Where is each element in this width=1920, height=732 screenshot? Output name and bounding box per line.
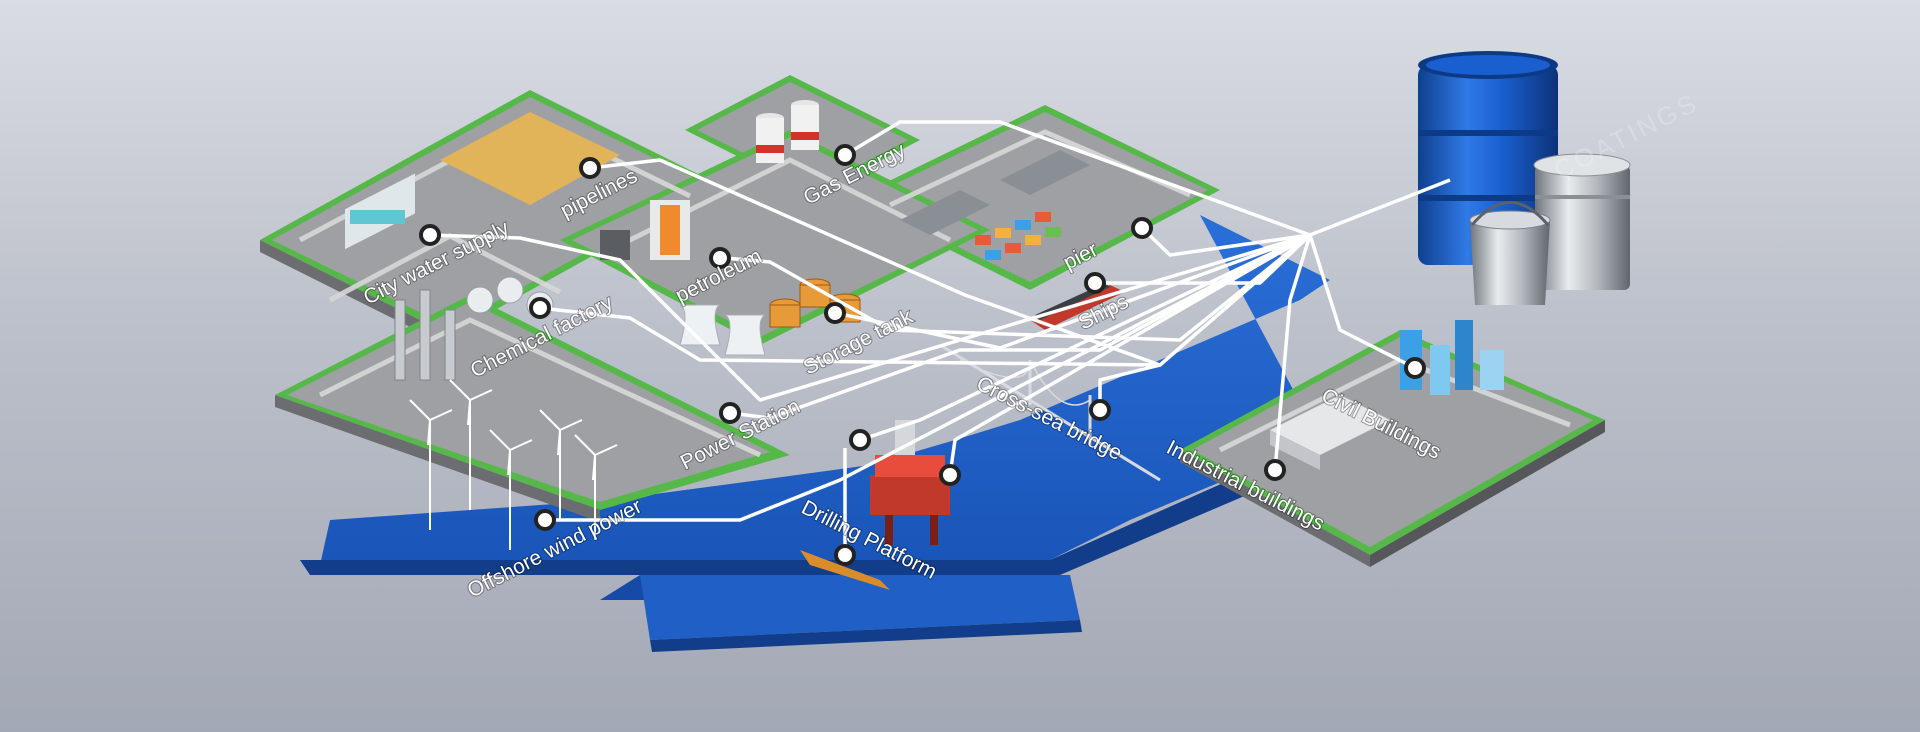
node-industrial [1264,459,1286,481]
connector-lines [429,120,1451,555]
node-storage [824,302,846,324]
coating-drum-and-cans: COATINGS [1418,51,1703,305]
node-bridge [1089,399,1111,421]
node-drilling [939,464,961,486]
node-civil [1404,357,1426,379]
node-offshore [534,509,556,531]
node-power [719,402,741,424]
connector-nodes [419,144,1426,566]
node-city-water [419,224,441,246]
node-pier [1131,217,1153,239]
node-petroleum [709,247,731,269]
node-ships [1084,272,1106,294]
facility-graphics [345,100,1504,590]
node-chemical [529,297,551,319]
node-gas-energy [834,144,856,166]
node-bridge-upper [849,429,871,451]
node-tanker [834,544,856,566]
node-pipelines [579,157,601,179]
sea [300,215,1340,652]
